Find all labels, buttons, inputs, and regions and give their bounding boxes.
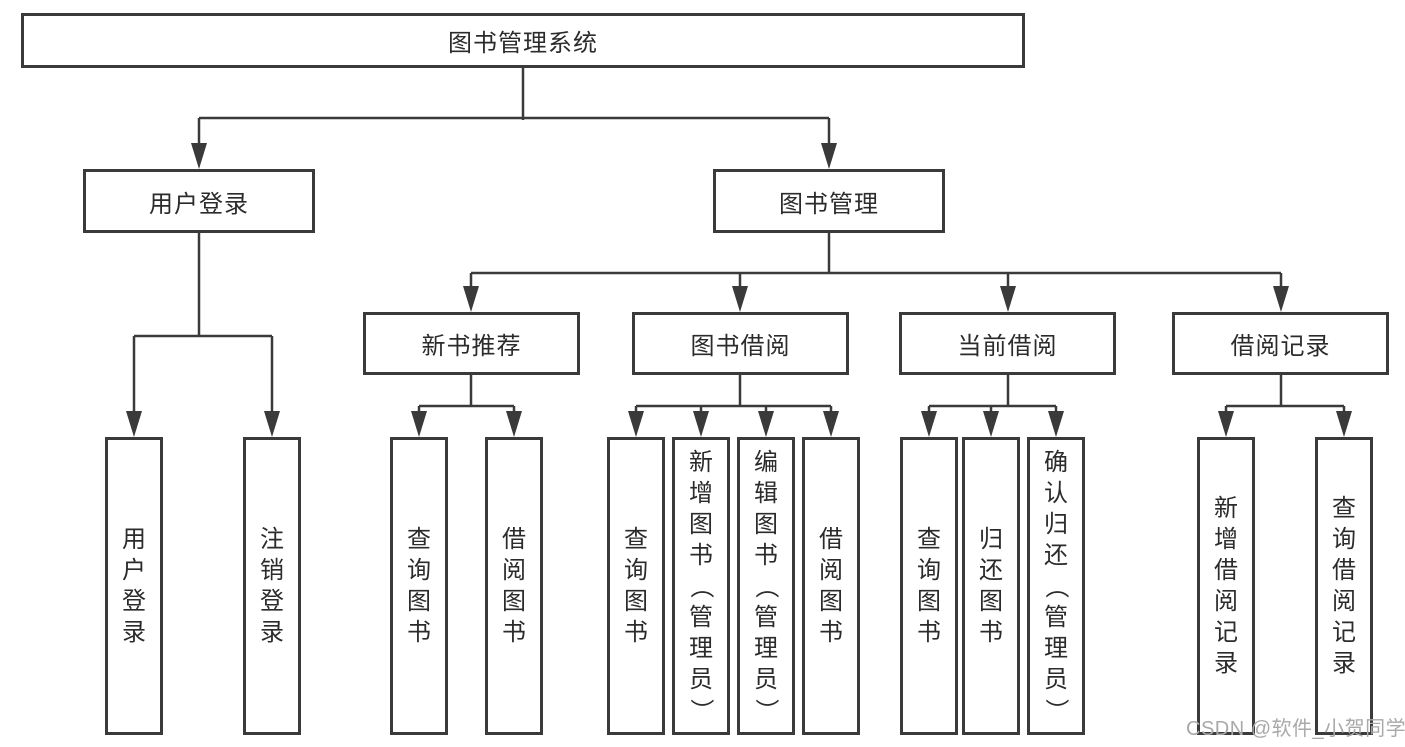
leaf-query-books-current: 查询图书: [900, 437, 958, 735]
leaf-edit-book-admin: 编辑图书（管理员）: [737, 437, 795, 735]
leaf-add-borrow-record: 新增借阅记录: [1197, 437, 1255, 735]
watermark: CSDN @软件_小贺同学: [1186, 718, 1405, 740]
leaf-query-borrow-record: 查询借阅记录: [1315, 437, 1373, 735]
leaf-add-book-admin: 新增图书（管理员）: [672, 437, 730, 735]
leaf-query-books-recommend: 查询图书: [390, 437, 448, 735]
leaf-return-book: 归还图书: [962, 437, 1020, 735]
node-user-login: 用户登录: [83, 169, 315, 233]
leaf-logout: 注销登录: [243, 437, 301, 735]
node-current-borrowing: 当前借阅: [899, 312, 1116, 375]
node-new-book-recommend: 新书推荐: [363, 312, 580, 375]
node-borrowing-records: 借阅记录: [1172, 312, 1389, 375]
node-library-system: 图书管理系统: [21, 13, 1025, 68]
node-book-management: 图书管理: [713, 169, 945, 233]
leaf-borrow-books: 借阅图书: [802, 437, 860, 735]
node-book-borrowing: 图书借阅: [632, 312, 849, 375]
leaf-user-login: 用户登录: [105, 437, 163, 735]
leaf-borrow-books-recommend: 借阅图书: [485, 437, 543, 735]
leaf-confirm-return-admin: 确认归还（管理员）: [1027, 437, 1085, 735]
leaf-query-books-borrow: 查询图书: [607, 437, 665, 735]
